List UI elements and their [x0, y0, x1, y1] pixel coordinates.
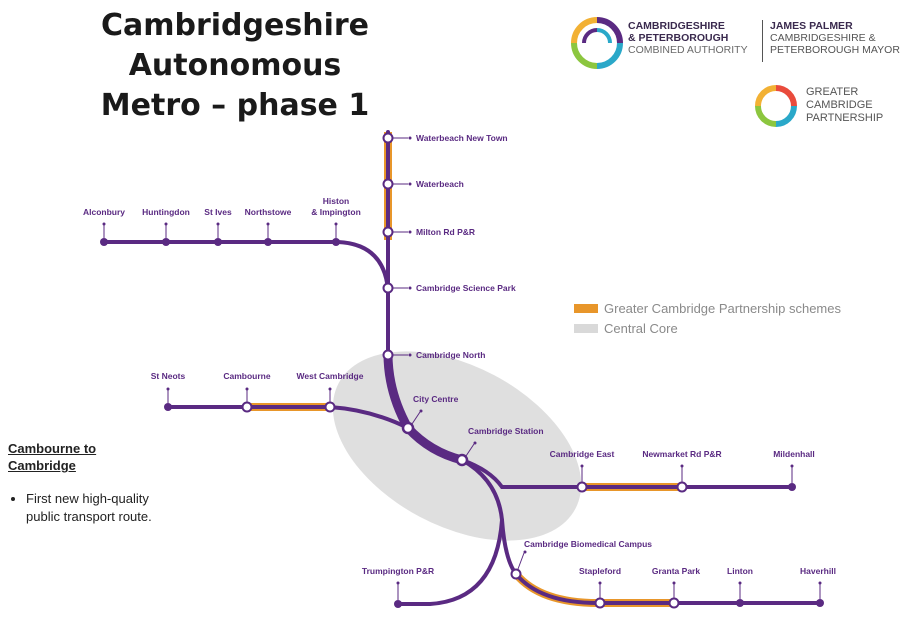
- label-histon-line-1: Histon: [323, 196, 349, 206]
- legend-label-gcp: Greater Cambridge Partnership schemes: [604, 300, 841, 316]
- label-west-cambridge: West Cambridge: [297, 371, 364, 381]
- label-science-park: Cambridge Science Park: [416, 283, 516, 293]
- label-northstowe: Northstowe: [245, 207, 292, 217]
- station-cambridge-east[interactable]: Cambridge East: [550, 449, 615, 493]
- label-alconbury: Alconbury: [83, 207, 125, 217]
- mayor-text: JAMES PALMER CAMBRIDGESHIRE & PETERBOROU…: [770, 20, 900, 56]
- gcp-line-1: GREATER: [806, 86, 859, 98]
- legend-item-gcp: Greater Cambridge Partnership schemes: [574, 298, 841, 318]
- station-trumpington[interactable]: Trumpington P&R: [362, 566, 434, 608]
- line-northwest: [102, 240, 390, 292]
- line-southeast: [460, 458, 822, 605]
- label-waterbeach: Waterbeach: [416, 179, 464, 189]
- station-waterbeach-new-town[interactable]: Waterbeach New Town: [382, 132, 508, 144]
- line-southwest: [396, 518, 504, 606]
- label-haverhill: Haverhill: [800, 566, 836, 576]
- station-milton[interactable]: Milton Rd P&R: [382, 226, 476, 238]
- label-st-ives: St Ives: [204, 207, 232, 217]
- station-huntingdon[interactable]: Huntingdon: [142, 207, 190, 246]
- legend-label-core: Central Core: [604, 320, 678, 336]
- station-west-cambridge[interactable]: West Cambridge: [297, 371, 364, 413]
- label-stapleford: Stapleford: [579, 566, 621, 576]
- cpca-logo-text: CAMBRIDGESHIRE & PETERBOROUGH COMBINED A…: [628, 20, 748, 56]
- legend-swatch-core: [574, 323, 598, 333]
- cpca-line-2: & PETERBOROUGH: [628, 32, 729, 44]
- gcp-line-3: PARTNERSHIP: [806, 112, 884, 124]
- label-newmarket: Newmarket Rd P&R: [642, 449, 721, 459]
- station-cambourne[interactable]: Cambourne: [223, 371, 271, 413]
- label-mildenhall: Mildenhall: [773, 449, 815, 459]
- note-list: First new high-quality public transport …: [8, 490, 168, 526]
- gcp-line-2: CAMBRIDGE: [806, 99, 873, 111]
- note-heading-line-2: Cambridge: [8, 458, 76, 473]
- cpca-line-1: CAMBRIDGESHIRE: [628, 20, 725, 32]
- page-title: Cambridgeshire Autonomous Metro – phase …: [0, 6, 470, 126]
- stations: Waterbeach New Town Waterbeach Milton Rd…: [83, 132, 836, 609]
- label-cambourne: Cambourne: [223, 371, 271, 381]
- label-st-neots: St Neots: [151, 371, 186, 381]
- label-cambridge-station: Cambridge Station: [468, 426, 544, 436]
- label-city-centre: City Centre: [413, 394, 459, 404]
- label-waterbeach-new-town: Waterbeach New Town: [416, 133, 508, 143]
- gcp-logo-text: GREATER CAMBRIDGE PARTNERSHIP: [806, 86, 883, 125]
- station-cambridge-station[interactable]: Cambridge Station: [455, 426, 544, 467]
- logo-divider: [762, 20, 763, 62]
- station-linton[interactable]: Linton: [727, 566, 753, 607]
- station-stapleford[interactable]: Stapleford: [579, 566, 621, 609]
- label-milton: Milton Rd P&R: [416, 227, 475, 237]
- station-mildenhall[interactable]: Mildenhall: [773, 449, 815, 491]
- cpca-logo-icon: [571, 17, 623, 69]
- label-huntingdon: Huntingdon: [142, 207, 190, 217]
- station-northstowe[interactable]: Northstowe: [245, 207, 292, 246]
- station-alconbury[interactable]: Alconbury: [83, 207, 125, 246]
- label-linton: Linton: [727, 566, 753, 576]
- station-granta-park[interactable]: Granta Park: [652, 566, 700, 609]
- label-cambridge-east: Cambridge East: [550, 449, 615, 459]
- title-line-2: Metro – phase 1: [100, 88, 370, 123]
- station-st-neots[interactable]: St Neots: [151, 371, 186, 411]
- note-heading-line-1: Cambourne to: [8, 441, 97, 456]
- station-haverhill[interactable]: Haverhill: [800, 566, 836, 607]
- route-note: Cambourne to Cambridge First new high-qu…: [8, 440, 168, 526]
- note-heading: Cambourne to Cambridge: [8, 440, 168, 474]
- station-cambridge-north[interactable]: Cambridge North: [382, 349, 486, 361]
- gcp-segment-south: [512, 571, 672, 607]
- label-granta-park: Granta Park: [652, 566, 700, 576]
- station-city-centre[interactable]: City Centre: [401, 394, 459, 435]
- cpca-line-3: COMBINED AUTHORITY: [628, 44, 748, 56]
- station-waterbeach[interactable]: Waterbeach: [382, 178, 464, 190]
- legend: Greater Cambridge Partnership schemes Ce…: [574, 298, 841, 338]
- label-cambridge-north: Cambridge North: [416, 350, 485, 360]
- station-science-park[interactable]: Cambridge Science Park: [382, 282, 516, 294]
- gcp-logo-icon: [755, 85, 797, 127]
- mayor-line-3: PETERBOROUGH MAYOR: [770, 44, 900, 56]
- note-bullet: First new high-quality public transport …: [26, 490, 168, 526]
- label-biomedical: Cambridge Biomedical Campus: [524, 539, 652, 549]
- mayor-line-2: CAMBRIDGESHIRE &: [770, 32, 876, 44]
- title-line-1: Cambridgeshire Autonomous: [100, 8, 369, 83]
- legend-item-core: Central Core: [574, 318, 841, 338]
- station-histon[interactable]: Histon& Impington: [311, 196, 361, 246]
- mayor-line-1: JAMES PALMER: [770, 20, 853, 32]
- station-biomedical[interactable]: Cambridge Biomedical Campus: [510, 539, 653, 580]
- station-st-ives[interactable]: St Ives: [204, 207, 232, 246]
- label-trumpington: Trumpington P&R: [362, 566, 434, 576]
- label-histon-line-2: & Impington: [311, 207, 361, 217]
- station-newmarket[interactable]: Newmarket Rd P&R: [642, 449, 722, 493]
- legend-swatch-gcp: [574, 303, 598, 313]
